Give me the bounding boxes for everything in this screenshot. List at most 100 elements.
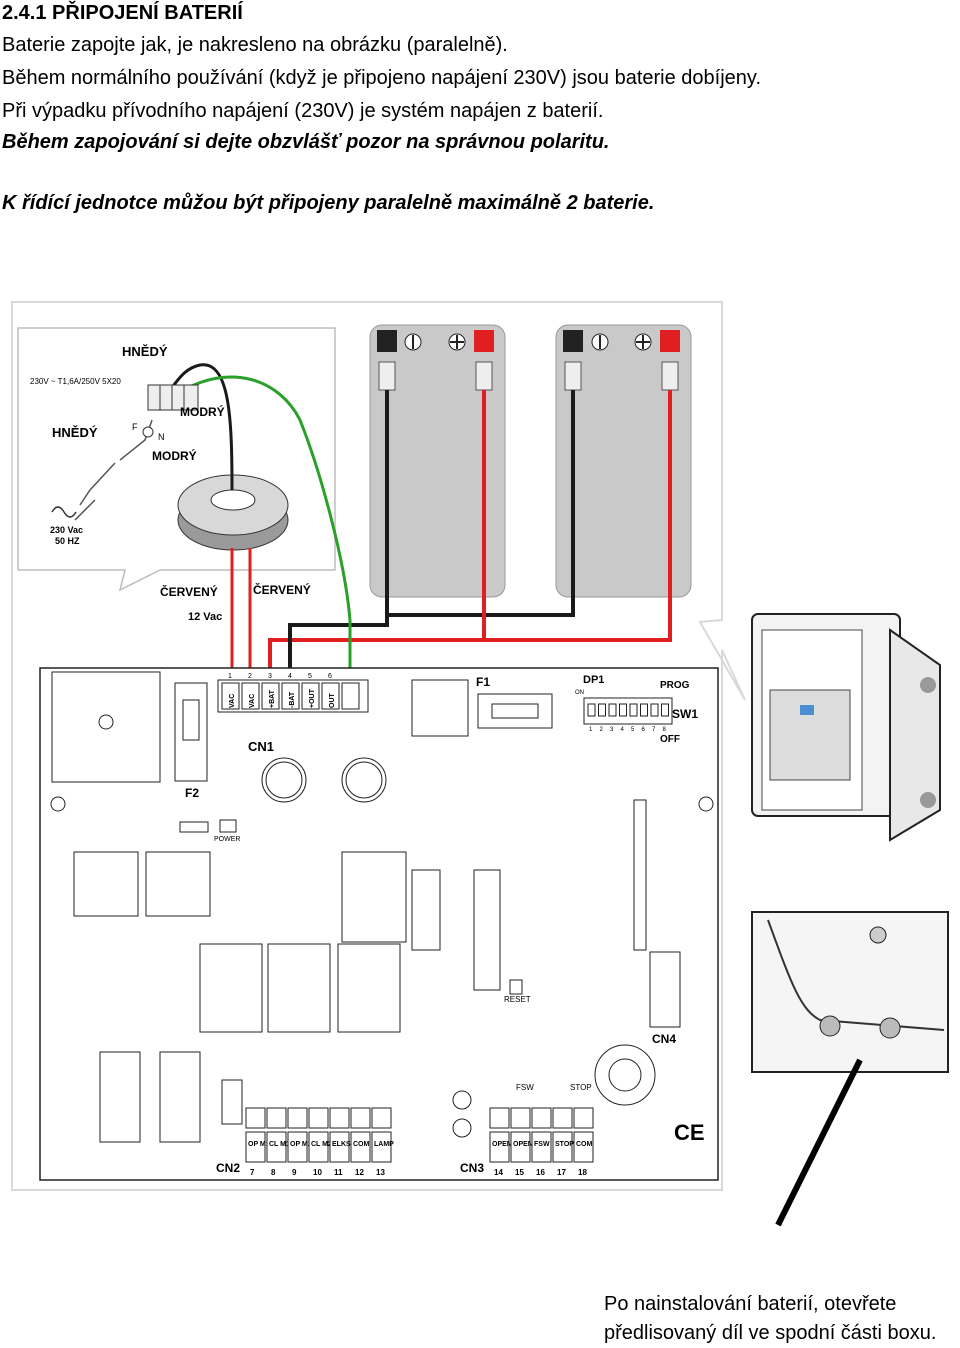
cn1-terminal [281,682,300,710]
dip-switch-number: 2 [600,727,604,733]
label-brown-left: HNĚDÝ [52,425,98,440]
dip-switch-lever [661,703,669,717]
mains-terminal-block [147,384,199,411]
cn2-terminal-number: 7 [250,1168,255,1177]
cn1-terminal [241,682,260,710]
battery-1 [369,324,506,598]
battery-1-positive-terminal [474,330,494,352]
caption-line-1: Po nainstalování baterií, otevřete [604,1293,897,1315]
dip-switch-lever [587,703,596,717]
cn1-terminal-label: OUT [329,693,336,709]
cn3-terminal-label: STOP [555,1141,574,1148]
label-f2: F2 [185,786,199,800]
label-f: F [132,422,138,432]
label-on: ON [575,690,584,696]
pointer-line [775,1058,863,1227]
cn1-terminal-number: 4 [288,673,292,680]
instruction-line-1: Baterie zapojte jak, je nakresleno na ob… [2,34,508,56]
cn2-terminal [266,1131,287,1163]
label-off: OFF [660,734,680,745]
battery-limit-note: K řídící jednotce můžou být připojeny pa… [2,192,655,214]
cn2-terminal-screw [266,1107,287,1129]
caption-line-2: předlisovaný díl ve spodní části boxu. [604,1322,937,1344]
instruction-line-3: Při výpadku přívodního napájení (230V) j… [2,100,604,122]
cn1-terminal [301,682,320,710]
cn3-terminal-number: 16 [536,1168,545,1177]
dip-switch-number: 8 [663,727,667,733]
knockout-photo [751,911,949,1227]
dip-switch-lever [629,703,638,717]
battery-1-negative-terminal [377,330,397,352]
cn1-terminal-number: 3 [268,673,272,680]
photo-caption: Po nainstalování baterií, otevřete předl… [604,1290,960,1348]
cn3-terminal [552,1131,573,1163]
cn3-terminal-label: OPEN B [513,1141,540,1148]
cn3-terminal-label: OPEN A [492,1141,519,1148]
label-blue-top: MODRÝ [180,404,225,419]
cn3-terminal-label: COM [576,1141,593,1148]
relay-3 [199,943,263,1033]
label-fsw: FSW [516,1083,534,1092]
cn3-terminal-screw [573,1107,594,1129]
label-supply: 230 Vac [50,525,83,535]
cn2-terminal-label: ELKS [332,1141,351,1148]
cn2-terminal-screw [350,1107,371,1129]
cn2-terminal-number: 10 [313,1168,322,1177]
cn1-terminal-label: VAC [229,694,236,708]
cn1-terminal [261,682,280,710]
label-stop: STOP [570,1083,592,1092]
toroidal-transformer [177,474,289,551]
cn1-terminal-label: VAC [249,694,256,708]
cn2-terminal-number: 8 [271,1168,276,1177]
dip-switch-number: 1 [589,727,593,733]
ic-chip [411,869,441,951]
cn2-terminal-label: CL M1 [269,1141,290,1148]
dip-switch-number: 6 [642,727,646,733]
label-cn2: CN2 [216,1161,240,1175]
battery-wires [268,390,672,675]
cn2-terminal-screw [371,1107,392,1129]
fuse-f1 [477,693,553,729]
ce-mark: CE [674,1120,705,1145]
cn1-terminal-number: 5 [308,673,312,680]
cn1-terminal-number: 2 [248,673,252,680]
label-red-1: ČERVENÝ [160,584,218,599]
relay-4 [267,943,331,1033]
dip-switch-lever [640,703,648,717]
label-reset: RESET [504,995,531,1004]
enclosure-photo [751,613,941,842]
label-blue-left: MODRÝ [152,448,197,463]
label-power: POWER [214,836,240,843]
wiring-diagram: HNĚDÝ 230V ~ T1,6A/250V 5X20 MODRÝ HNĚDÝ… [11,301,949,1227]
relay-1 [73,851,139,917]
cn3-terminal [531,1131,552,1163]
cn1-terminal [341,682,360,710]
instruction-line-2: Během normálního používání (když je přip… [2,67,761,89]
cn4-terminal-block [649,951,681,1028]
label-frequency: 50 HZ [55,536,80,546]
cn2-terminal-label: LAMP [374,1141,394,1148]
cn2-terminal [245,1131,266,1163]
label-cn1: CN1 [248,739,274,754]
cn1-terminal-label: -BAT [289,691,296,708]
cn3-terminal-number: 17 [557,1168,566,1177]
dip-switch-number: 4 [621,727,625,733]
relay-2 [145,851,211,917]
label-mains-spec: 230V ~ T1,6A/250V 5X20 [30,377,121,386]
microcontroller [473,869,501,991]
battery-2 [555,324,692,598]
primary-wire [168,363,234,491]
cn3-terminal-screw [531,1107,552,1129]
cn3-terminal-screw [489,1107,510,1129]
cn2-terminal [329,1131,350,1163]
cn1-terminal-number: 1 [228,673,232,680]
cn1-terminal-label: +OUT [309,688,316,708]
cn2-terminal-label: CL M2 [311,1141,332,1148]
cn3-terminal-screw [510,1107,531,1129]
cn3-terminal-number: 14 [494,1168,503,1177]
cn1-terminal-label: +BAT [269,689,276,708]
fuse-f2 [174,682,208,782]
cn2-terminal-screw [308,1107,329,1129]
label-red-2: ČERVENÝ [253,582,311,597]
